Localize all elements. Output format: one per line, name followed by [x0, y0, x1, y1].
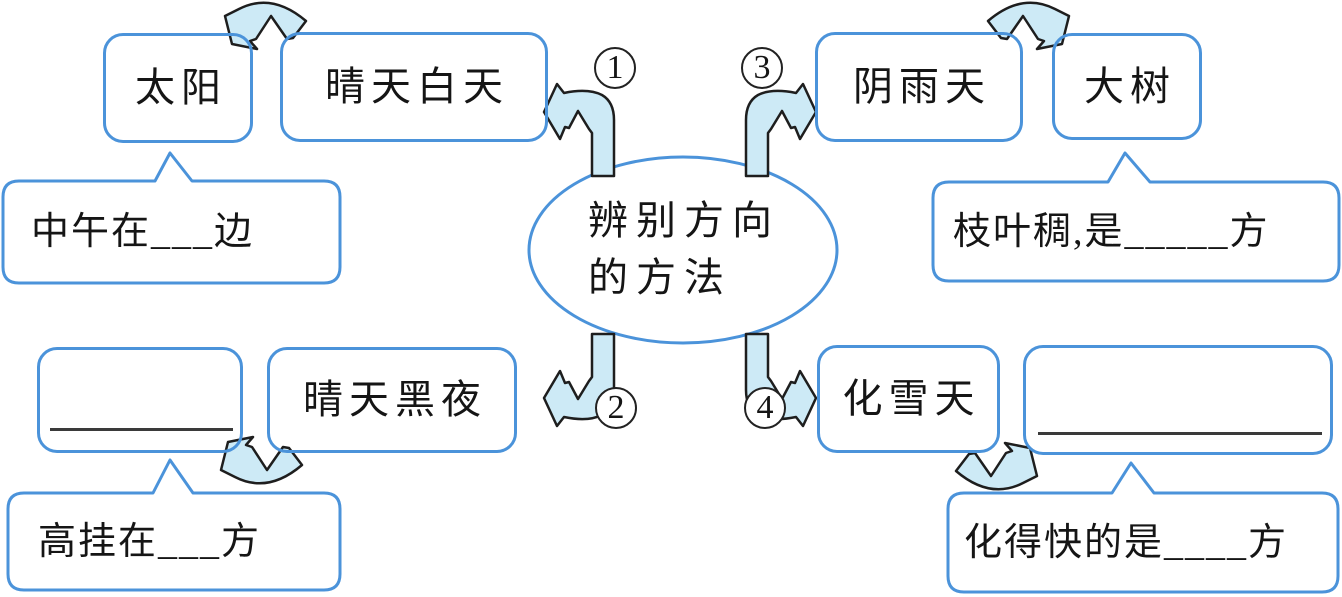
box-condition-melting-snow: 化雪天 — [817, 345, 1000, 453]
center-ellipse — [527, 155, 839, 345]
bubble-foliage-shape — [931, 151, 1341, 283]
center-topic-label: 辨别方向 的方法 — [588, 192, 818, 306]
bubble-hang-shape — [6, 458, 342, 592]
center-topic-line2: 的方法 — [588, 255, 732, 300]
branch-number-2: 2 — [595, 387, 637, 429]
center-topic-line1: 辨别方向 — [588, 198, 780, 243]
box-condition-sunny-day-label: 晴天白天 — [325, 64, 509, 109]
box-clue-sun: 太阳 — [103, 33, 253, 143]
box-clue-blank-left — [37, 347, 243, 453]
box-clue-blank-right — [1023, 345, 1333, 455]
box-condition-rainy-day-label: 阴雨天 — [853, 64, 991, 109]
fill-in-blank-line — [1038, 432, 1322, 435]
box-condition-rainy-day: 阴雨天 — [815, 32, 1023, 142]
box-condition-sunny-day: 晴天白天 — [280, 32, 548, 142]
branch-3-arrow-icon — [744, 82, 818, 178]
fill-in-blank-line — [50, 428, 233, 431]
bubble-melt-text: 化得快的是____方 — [964, 521, 1289, 564]
branch-number-1: 1 — [594, 47, 636, 89]
box-clue-big-tree: 大树 — [1052, 33, 1202, 140]
bubble-melt-shape — [946, 461, 1340, 594]
branch-number-4: 4 — [744, 387, 786, 429]
bubble-hang-text: 高挂在___方 — [38, 520, 262, 563]
box-clue-sun-label: 太阳 — [135, 65, 227, 110]
bubble-foliage-text: 枝叶稠,是_____方 — [953, 210, 1270, 253]
branch-number-3: 3 — [741, 47, 783, 89]
box-clue-big-tree-label: 大树 — [1084, 63, 1176, 109]
box-condition-sunny-night: 晴天黑夜 — [267, 347, 517, 453]
branch-1-arrow-icon — [542, 82, 616, 178]
box-condition-melting-snow-label: 化雪天 — [842, 376, 981, 421]
bubble-noon-text: 中午在___边 — [31, 211, 255, 253]
box-condition-sunny-night-label: 晴天黑夜 — [303, 377, 487, 422]
bubble-noon-shape — [1, 151, 342, 285]
